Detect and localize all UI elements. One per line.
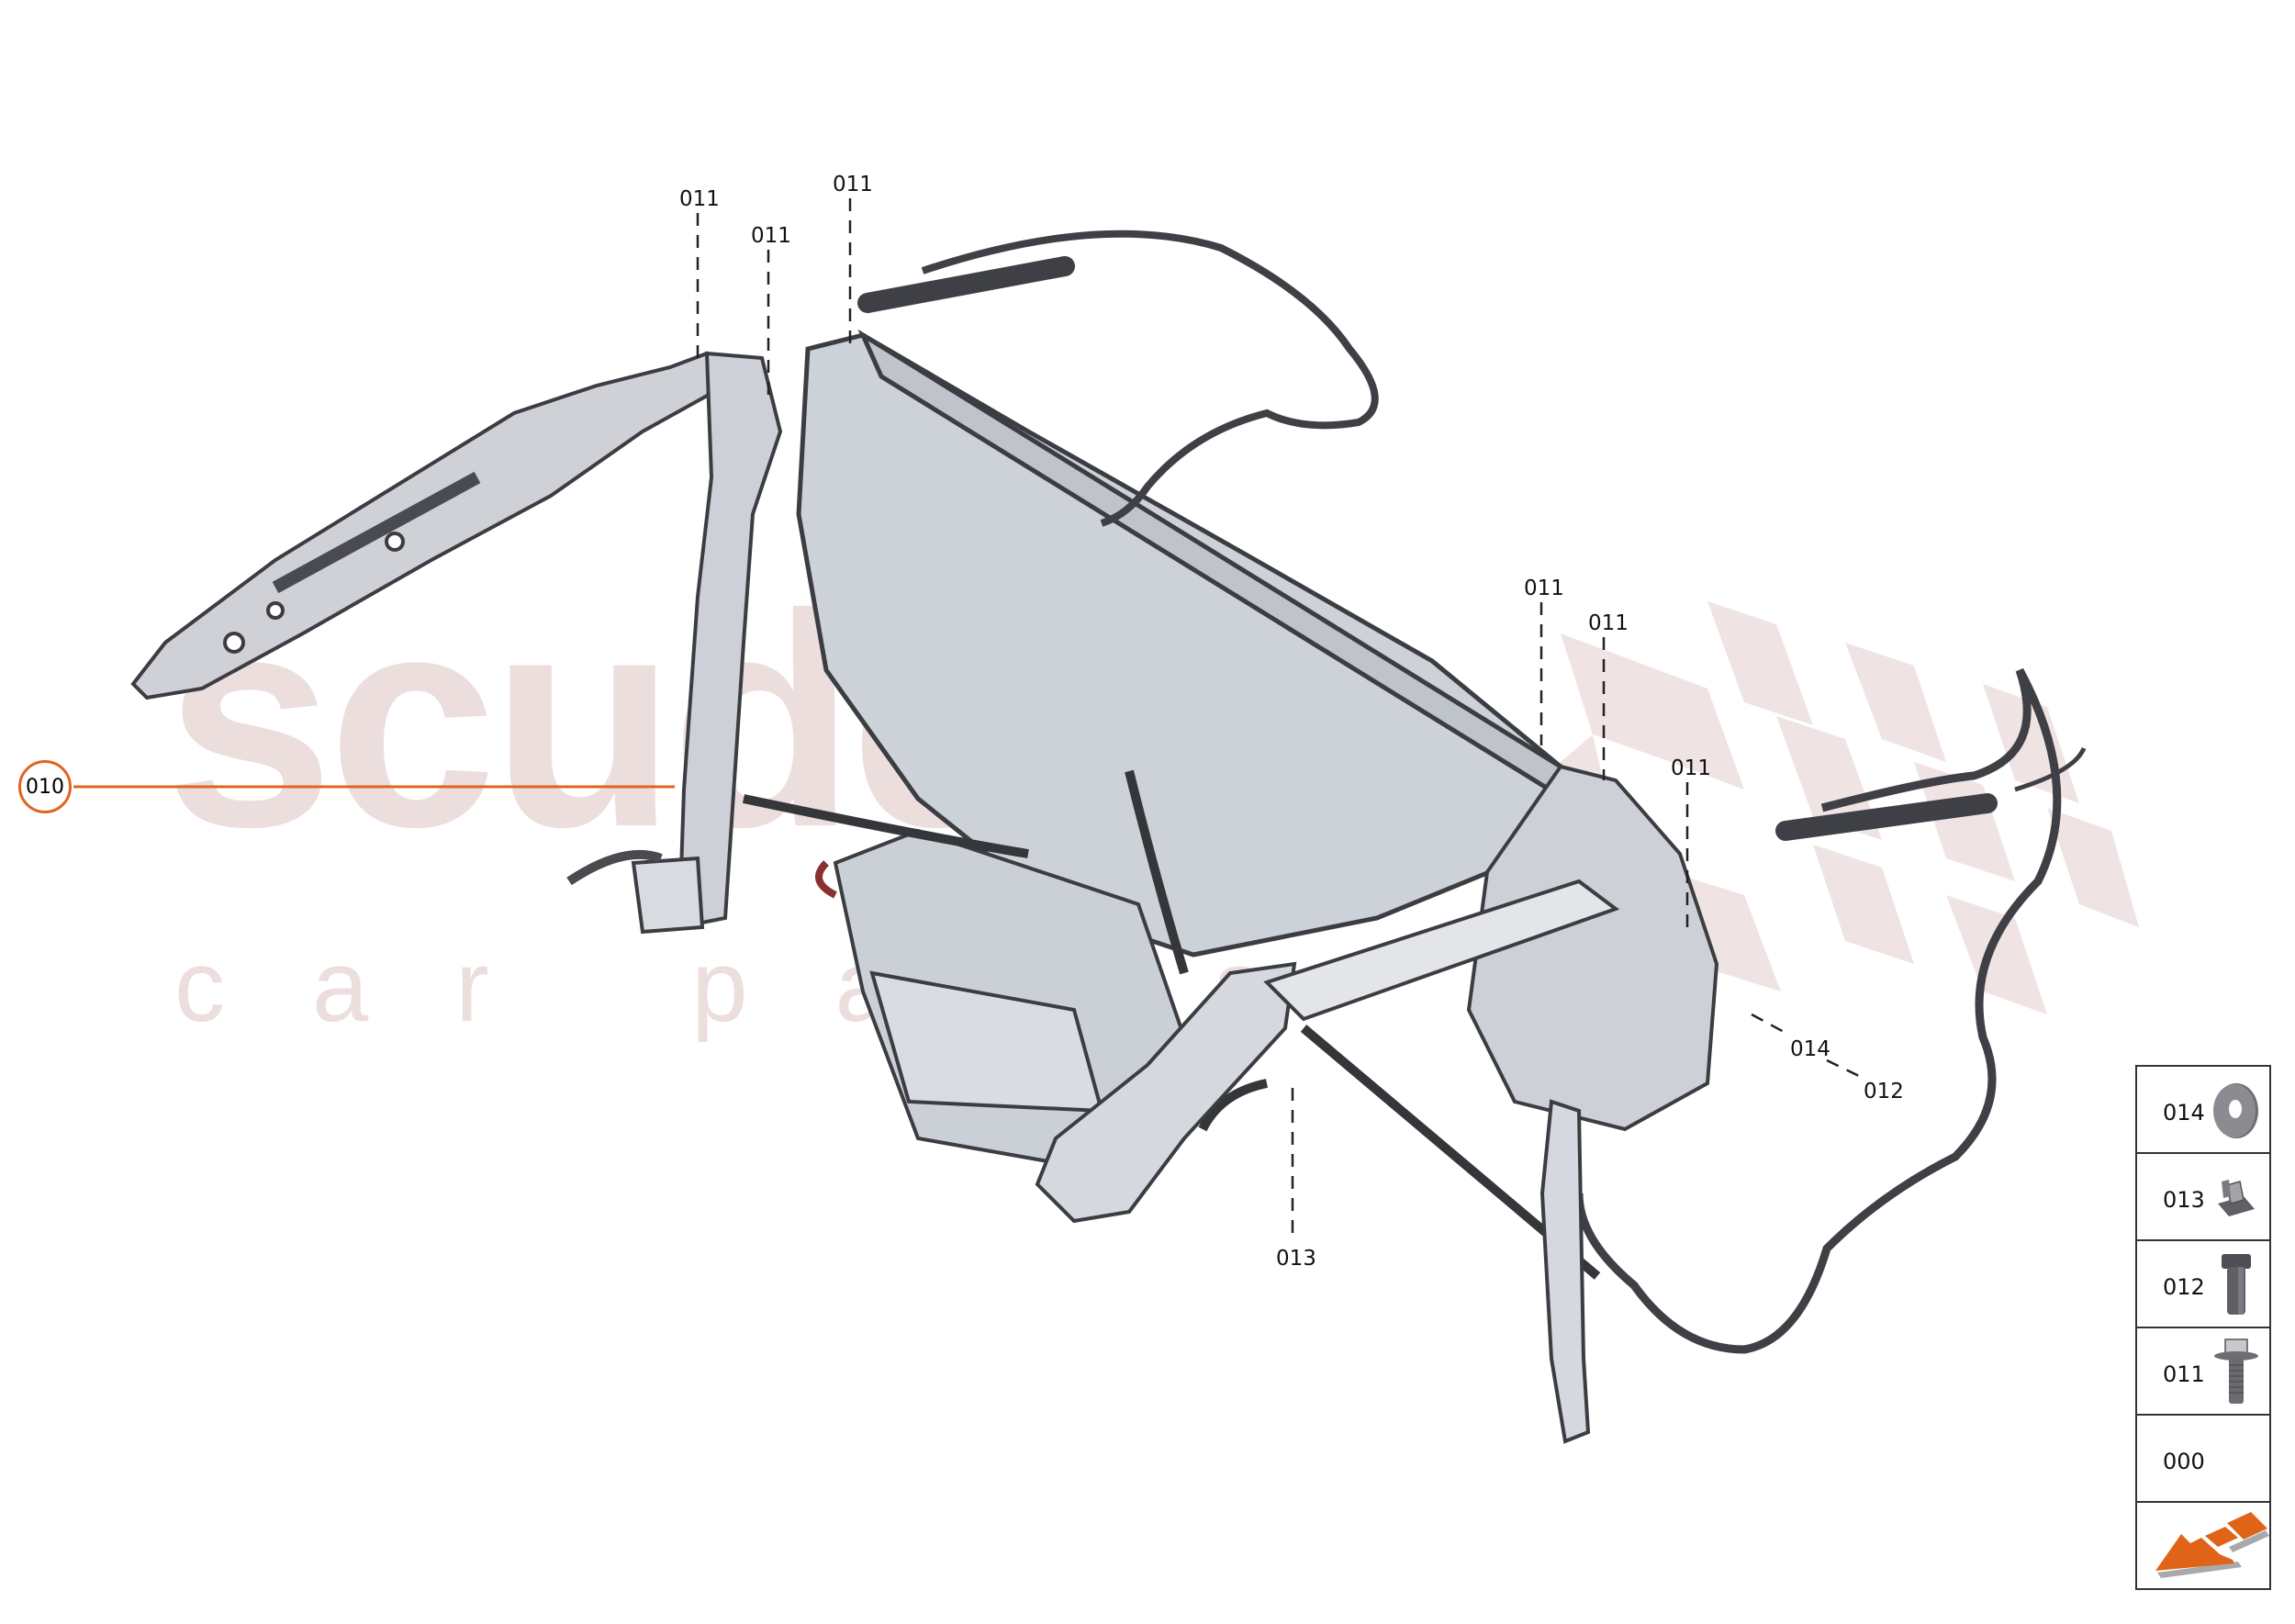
callout-010[interactable]: 010 <box>18 760 72 813</box>
parts-legend: 014 013 012 011 <box>2135 1065 2271 1590</box>
legend-row-011[interactable]: 011 <box>2137 1328 2269 1416</box>
part-label-011[interactable]: 011 <box>1588 611 1629 635</box>
upper-hydraulic-cylinder <box>857 230 1379 527</box>
legend-number: 012 <box>2163 1274 2205 1300</box>
legend-arrow-row[interactable] <box>2137 1503 2269 1588</box>
part-label-011[interactable]: 011 <box>833 173 873 196</box>
washer-icon <box>2213 1083 2258 1138</box>
legend-row-012[interactable]: 012 <box>2137 1241 2269 1328</box>
part-label-011[interactable]: 011 <box>679 187 720 211</box>
part-label-012[interactable]: 012 <box>1864 1080 1904 1103</box>
legend-row-000[interactable]: 000 <box>2137 1416 2269 1503</box>
orange-arrow-icon <box>2155 1512 2269 1578</box>
flange-bolt-icon <box>2214 1338 2258 1404</box>
leader-lines <box>696 198 1860 1235</box>
part-label-013[interactable]: 013 <box>1276 1247 1316 1271</box>
wiring-harness <box>742 769 1601 1280</box>
part-label-014[interactable]: 014 <box>1790 1037 1830 1061</box>
callout-010-number: 010 <box>26 775 64 799</box>
part-label-011[interactable]: 011 <box>751 224 791 248</box>
legend-row-014[interactable]: 014 <box>2137 1067 2269 1154</box>
right-frame-assembly <box>1466 764 1719 1444</box>
right-hydraulic-cylinder <box>1574 667 2087 1354</box>
legend-number: 013 <box>2163 1187 2205 1213</box>
legend-number: 014 <box>2163 1100 2205 1126</box>
part-label-011[interactable]: 011 <box>1524 577 1564 600</box>
left-roof-arm <box>130 351 728 700</box>
tonneau-cover-panel <box>796 329 1601 958</box>
center-hinge-mechanism <box>1035 879 1620 1224</box>
part-label-011[interactable]: 011 <box>1671 756 1711 780</box>
clip-bracket-icon <box>2218 1180 2255 1216</box>
legend-number: 000 <box>2163 1449 2205 1474</box>
left-pillar <box>566 351 783 935</box>
hydraulic-pump-unit <box>815 828 1187 1169</box>
hex-bolt-icon <box>2222 1254 2251 1315</box>
legend-row-013[interactable]: 013 <box>2137 1154 2269 1241</box>
legend-number: 011 <box>2163 1361 2205 1387</box>
